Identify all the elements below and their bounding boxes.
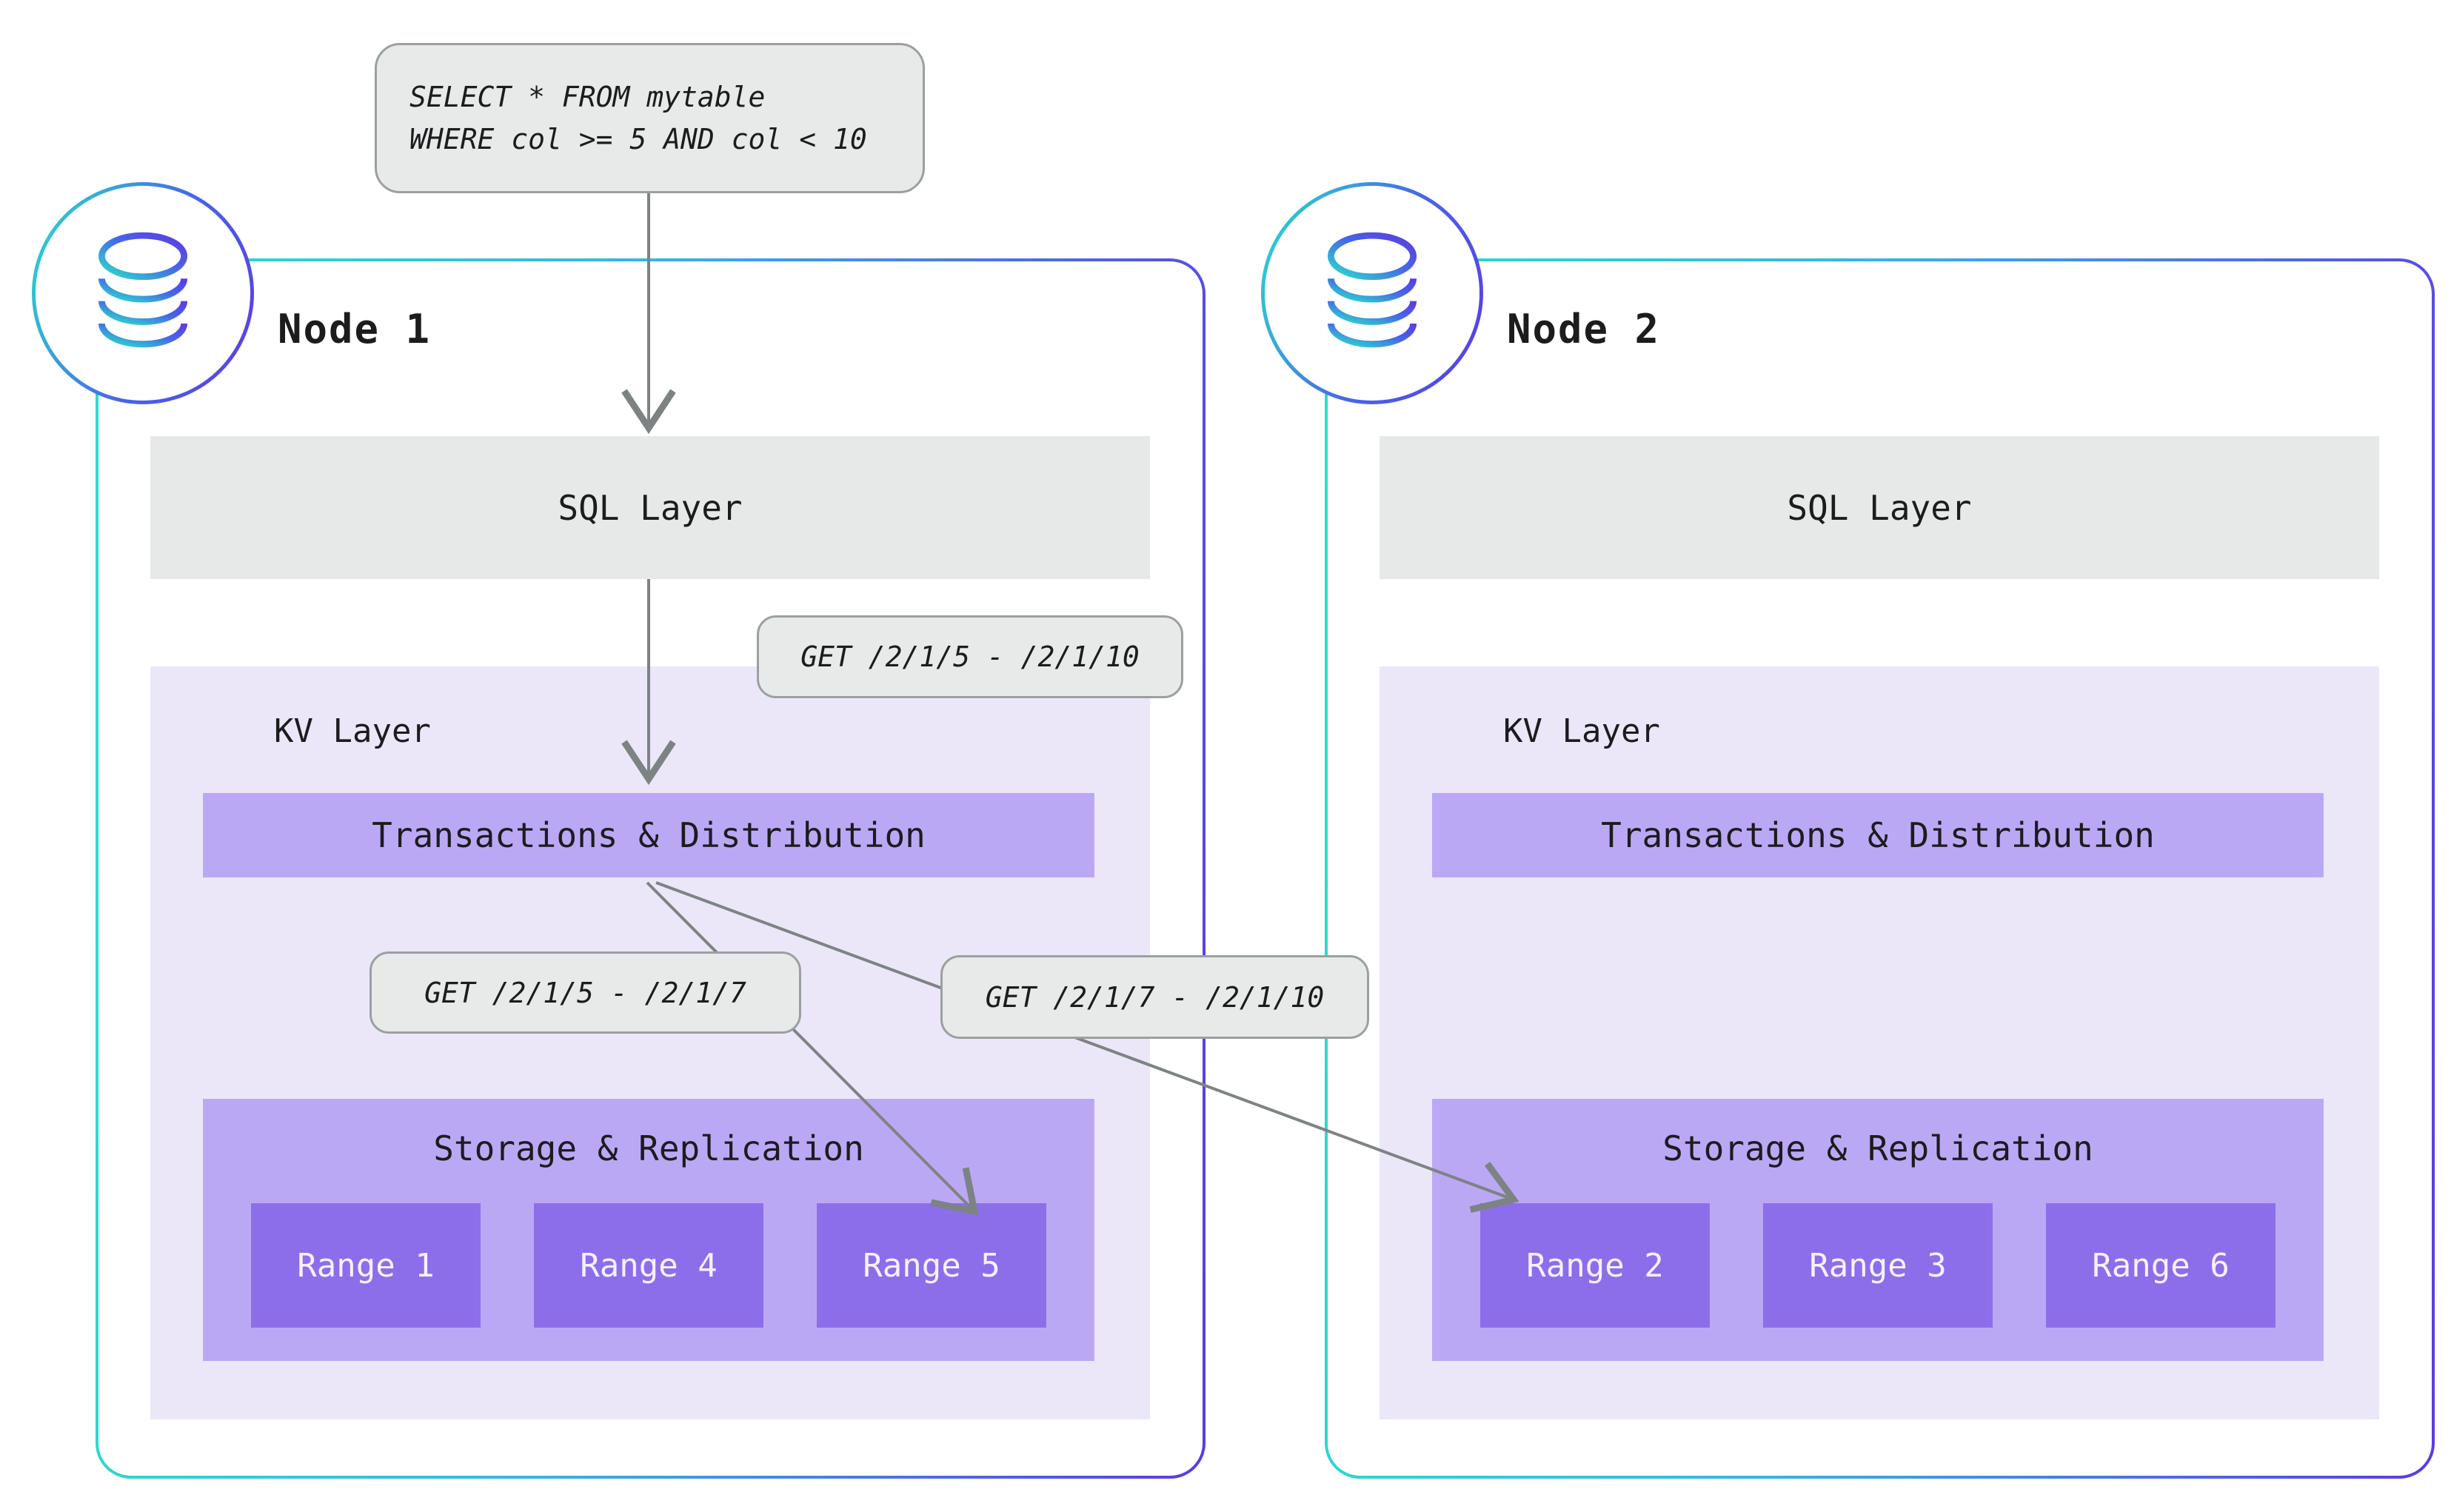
node-1-transactions-bar: Transactions & Distribution xyxy=(203,793,1094,877)
range-box: Range 3 xyxy=(1763,1203,1993,1328)
node-2-ranges-row: Range 2 Range 3 Range 6 xyxy=(1432,1203,2324,1328)
database-icon xyxy=(98,232,188,347)
node-2-transactions-bar: Transactions & Distribution xyxy=(1432,793,2324,877)
range-box: Range 2 xyxy=(1480,1203,1710,1328)
node-1-sql-layer: SQL Layer xyxy=(150,436,1150,579)
get-request-label: GET /2/1/5 - /2/1/7 xyxy=(424,976,746,1009)
node-2-sql-layer: SQL Layer xyxy=(1380,436,2379,579)
node-1-ranges-row: Range 1 Range 4 Range 5 xyxy=(203,1203,1094,1328)
node-1-db-badge xyxy=(32,182,254,404)
transactions-label: Transactions & Distribution xyxy=(1601,815,2155,855)
sql-layer-label: SQL Layer xyxy=(558,487,743,528)
storage-title: Storage & Replication xyxy=(433,1128,864,1168)
get-request-label: GET /2/1/7 - /2/1/10 xyxy=(985,980,1325,1014)
get-request-bubble-right: GET /2/1/7 - /2/1/10 xyxy=(940,955,1369,1039)
sql-query-line1: SELECT * FROM mytable xyxy=(409,80,766,113)
transactions-label: Transactions & Distribution xyxy=(372,815,926,855)
get-request-bubble-full: GET /2/1/5 - /2/1/10 xyxy=(757,615,1183,698)
node-2-storage-panel: Storage & Replication Range 2 Range 3 Ra… xyxy=(1432,1099,2324,1361)
database-icon xyxy=(1327,232,1417,347)
node-1-kv-panel: KV Layer Transactions & Distribution Sto… xyxy=(150,666,1150,1419)
sql-query-line2: WHERE col >= 5 AND col < 10 xyxy=(409,122,867,155)
range-box: Range 6 xyxy=(2046,1203,2276,1328)
range-box: Range 1 xyxy=(251,1203,481,1328)
node-2-kv-panel: KV Layer Transactions & Distribution Sto… xyxy=(1380,666,2379,1419)
node-1-db-badge-inner xyxy=(36,186,250,401)
kv-layer-label: KV Layer xyxy=(1503,712,1660,750)
sql-layer-label: SQL Layer xyxy=(1787,487,1972,528)
node-2-title: Node 2 xyxy=(1507,306,1661,352)
node-2-db-badge xyxy=(1261,182,1483,404)
node-2-db-badge-inner xyxy=(1265,186,1479,401)
get-request-label: GET /2/1/5 - /2/1/10 xyxy=(800,640,1140,673)
node-1-storage-panel: Storage & Replication Range 1 Range 4 Ra… xyxy=(203,1099,1094,1361)
sql-query-bubble: SELECT * FROM mytable WHERE col >= 5 AND… xyxy=(375,43,925,193)
get-request-bubble-left: GET /2/1/5 - /2/1/7 xyxy=(370,951,801,1034)
range-box: Range 4 xyxy=(534,1203,763,1328)
node-1-title: Node 1 xyxy=(278,306,432,352)
range-box: Range 5 xyxy=(817,1203,1046,1328)
kv-layer-label: KV Layer xyxy=(274,712,431,750)
node-1-container: Node 1 SQL Layer KV Layer Transactions &… xyxy=(32,182,1206,1479)
node-2-container: Node 2 SQL Layer KV Layer Transactions &… xyxy=(1261,182,2435,1479)
storage-title: Storage & Replication xyxy=(1662,1128,2093,1168)
node-2-body: Node 2 SQL Layer KV Layer Transactions &… xyxy=(1261,182,2432,1476)
node-1-body: Node 1 SQL Layer KV Layer Transactions &… xyxy=(32,182,1203,1476)
